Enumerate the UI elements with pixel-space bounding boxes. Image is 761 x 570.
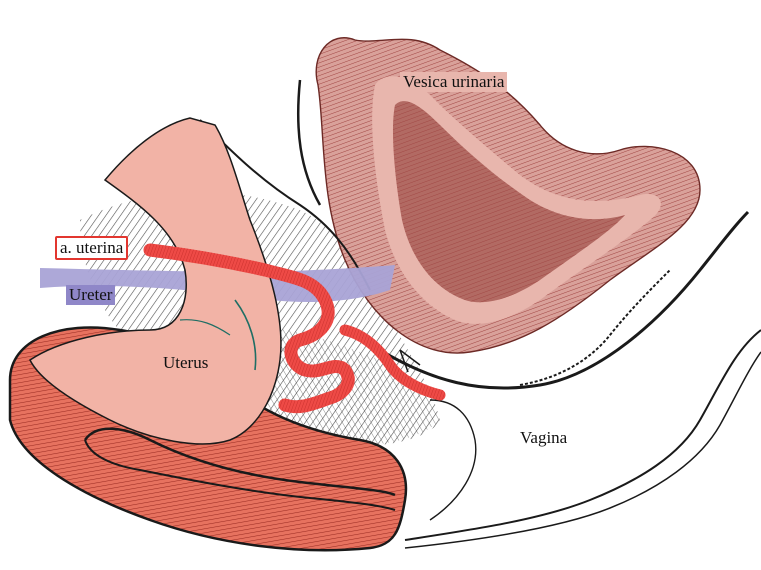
bladder: [316, 38, 700, 353]
label-uterine-artery: a. uterina: [55, 236, 128, 260]
label-uterus: Uterus: [163, 353, 208, 373]
label-bladder: Vesica urinaria: [400, 72, 507, 92]
label-vagina: Vagina: [520, 428, 567, 448]
label-ureter: Ureter: [66, 285, 115, 305]
vagina: [405, 330, 761, 548]
